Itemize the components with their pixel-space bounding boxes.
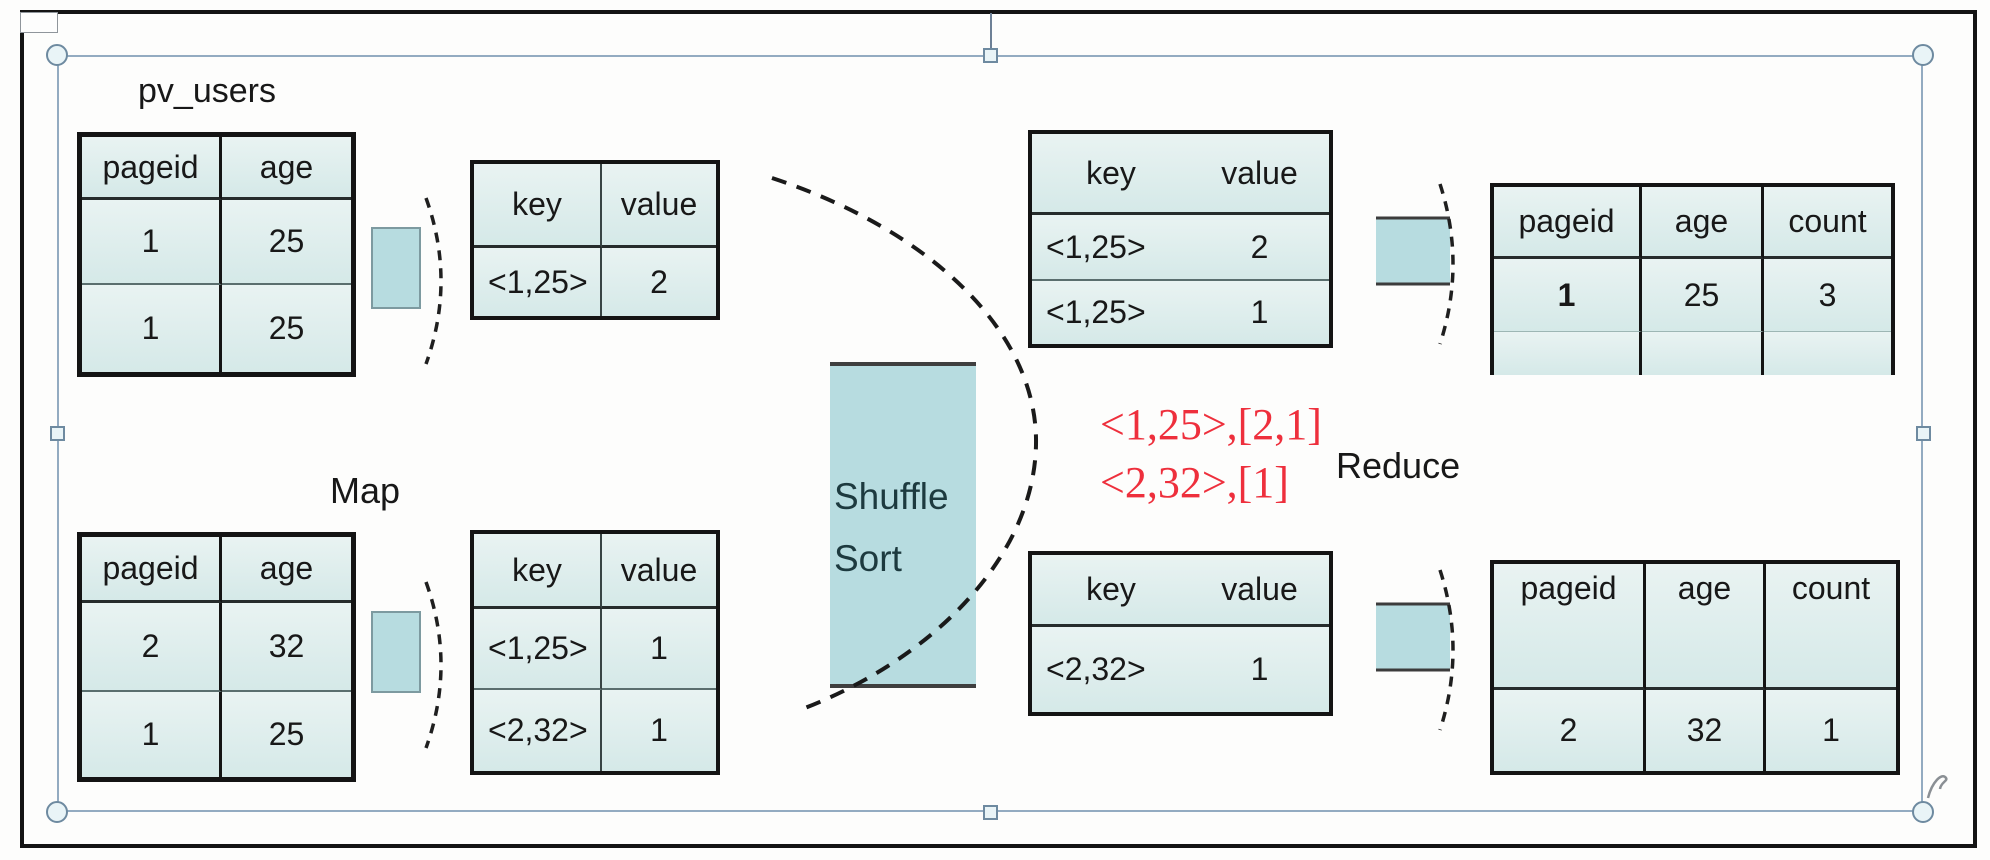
header-cell: key: [474, 164, 602, 248]
annotation-line1: <1,25>,[2,1]: [1100, 400, 1322, 449]
header-cell: age: [222, 137, 351, 200]
map-arrow-top-icon: [371, 197, 443, 365]
data-cell: 1: [1494, 259, 1642, 331]
header-cell: age: [1646, 564, 1766, 690]
data-cell: <2,32>: [474, 690, 602, 771]
data-cell: 25: [222, 285, 351, 372]
data-cell: <1,25>: [1032, 281, 1190, 344]
header-cell: pageid: [82, 137, 222, 200]
header-cell: pageid: [82, 537, 222, 603]
map-arrow-bottom-icon: [371, 581, 443, 749]
reduce-arrow-top-icon: [1376, 183, 1455, 345]
selection-handle-bottom-middle[interactable]: [983, 805, 998, 820]
data-cell: 32: [1646, 690, 1766, 771]
data-cell: 2: [602, 248, 716, 316]
table-shuffle-output-bottom: key value <2,32> 1: [1028, 551, 1333, 716]
pv-users-label: pv_users: [138, 72, 276, 110]
data-cell: 1: [1766, 690, 1896, 771]
selection-handle-bottom-left[interactable]: [46, 801, 68, 823]
shuffle-label-line2: Sort: [834, 538, 902, 579]
selection-handle-top-left[interactable]: [46, 44, 68, 66]
data-cell: 25: [222, 692, 351, 777]
data-cell: 2: [82, 603, 222, 692]
data-cell: 32: [222, 603, 351, 692]
data-cell: <1,25>: [474, 248, 602, 316]
header-cell: count: [1764, 187, 1891, 259]
empty-cell: [1494, 331, 1642, 375]
table-reduce-output-bottom: pageid age count 2 32 1: [1490, 560, 1900, 775]
rotation-stem: [990, 13, 992, 56]
table-source-top: pageid age 1 25 1 25: [77, 132, 356, 377]
selection-frame: [57, 55, 1923, 812]
data-cell: <1,25>: [474, 609, 602, 690]
table-source-bottom: pageid age 2 32 1 25: [77, 532, 356, 782]
data-cell: 2: [1190, 215, 1329, 281]
table-map-output-bottom: key value <1,25> 1 <2,32> 1: [470, 530, 720, 775]
header-cell: age: [1642, 187, 1764, 259]
data-cell: 1: [1190, 627, 1329, 712]
table-reduce-output-top: pageid age count 1 25 3: [1490, 183, 1895, 375]
selection-handle-top-right[interactable]: [1912, 44, 1934, 66]
selection-handle-top-middle[interactable]: [983, 48, 998, 63]
header-cell: value: [602, 534, 716, 609]
header-cell: count: [1766, 564, 1896, 690]
reduce-label: Reduce: [1336, 445, 1461, 486]
data-cell: 1: [82, 285, 222, 372]
header-cell: pageid: [1494, 564, 1646, 690]
header-cell: value: [1190, 555, 1329, 627]
header-cell: age: [222, 537, 351, 603]
header-cell: value: [1190, 134, 1329, 215]
header-cell: key: [1032, 134, 1190, 215]
shuffle-label-line1: Shuffle: [834, 476, 949, 517]
table-map-output-top: key value <1,25> 2: [470, 160, 720, 320]
header-cell: pageid: [1494, 187, 1642, 259]
header-cell: key: [474, 534, 602, 609]
header-cell: value: [602, 164, 716, 248]
data-cell: <2,32>: [1032, 627, 1190, 712]
reduce-arrow-bottom-icon: [1376, 569, 1455, 731]
empty-cell: [1764, 331, 1891, 375]
corner-notch: [20, 12, 58, 33]
shuffle-annotation: <1,25>,[2,1] <2,32>,[1]: [1100, 396, 1322, 512]
header-cell: key: [1032, 555, 1190, 627]
data-cell: 1: [82, 692, 222, 777]
data-cell: 3: [1764, 259, 1891, 331]
empty-cell: [1642, 331, 1764, 375]
selection-handle-left-middle[interactable]: [50, 426, 65, 441]
map-label: Map: [330, 470, 401, 511]
data-cell: 1: [602, 690, 716, 771]
selection-handle-right-middle[interactable]: [1916, 426, 1931, 441]
data-cell: 2: [1494, 690, 1646, 771]
data-cell: 25: [1642, 259, 1764, 331]
shuffle-sort-arrowhead-icon: [771, 176, 1039, 710]
data-cell: 1: [82, 200, 222, 285]
annotation-line2: <2,32>,[1]: [1100, 458, 1289, 507]
selection-handle-bottom-right[interactable]: [1912, 801, 1934, 823]
picture-border: [20, 10, 1977, 848]
data-cell: 25: [222, 200, 351, 285]
table-shuffle-output-top: key value <1,25> 2 <1,25> 1: [1028, 130, 1333, 348]
data-cell: 1: [1190, 281, 1329, 344]
shuffle-sort-arrow: [830, 362, 976, 688]
cursor-squiggle-icon: [1926, 775, 1948, 799]
data-cell: <1,25>: [1032, 215, 1190, 281]
data-cell: 1: [602, 609, 716, 690]
